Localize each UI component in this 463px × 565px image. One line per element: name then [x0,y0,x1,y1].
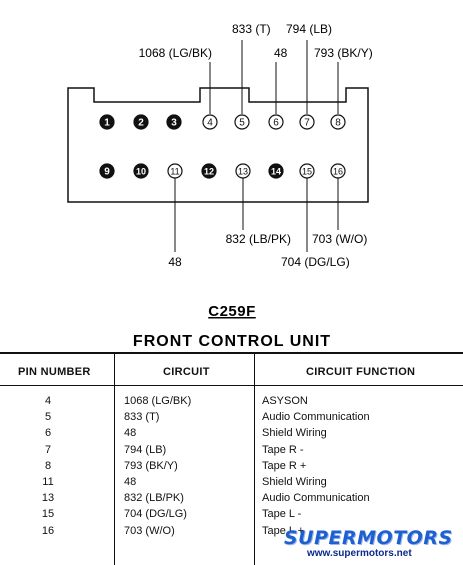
label-pin13: 832 (LB/PK) [226,232,291,246]
label-pin11: 48 [168,255,182,269]
row-circuit: 794 (LB) [124,443,167,456]
pins-top-row: 1 2 3 4 5 6 7 8 [99,114,346,130]
pin-13-number: 13 [238,167,248,177]
header-pin-number: PIN NUMBER [18,366,91,378]
pin-15-circle [299,163,315,179]
pin-1-number: 1 [104,118,110,129]
column-divider [254,354,255,565]
label-pin5: 833 (T) [232,22,271,36]
pin-3-circle [166,114,182,130]
row-circuit: 1068 (LG/BK) [124,395,192,407]
row-pin-number: 6 [44,427,52,440]
pin-8-circle [330,114,346,130]
connector-outline [67,87,369,203]
unit-name: FRONT CONTROL UNIT [133,333,331,350]
row-circuit-function: Tape R + [262,459,307,472]
row-circuit-function: ASYSON [262,395,308,407]
pin-13-circle [235,163,251,179]
pin-4-circle [202,114,218,130]
pins-bottom-row: 9 10 11 12 13 14 15 16 [99,163,346,179]
pin-4-number: 4 [207,118,213,129]
pin-9-number: 9 [104,167,110,178]
pin-7-circle [299,114,315,130]
row-pin-number: 15 [41,508,55,521]
column-divider [114,354,115,565]
pin-14-circle [268,163,284,179]
watermark-url: www.supermotors.net [307,548,412,559]
connector-code: C259F [208,303,256,320]
pin-10-circle [133,163,149,179]
row-circuit-function: Tape L - [262,508,302,521]
pin-16-circle [330,163,346,179]
row-circuit: 48 [124,427,137,440]
pin-8-number: 8 [335,118,341,129]
pin-2-circle [133,114,149,130]
row-circuit: 48 [124,476,137,488]
row-pin-number: 4 [44,395,52,407]
label-pin6: 48 [274,46,288,60]
label-pin15: 704 (DG/LG) [281,255,350,269]
pin-7-number: 7 [304,118,310,129]
pin-2-number: 2 [138,118,144,129]
pin-table: PIN NUMBER CIRCUIT CIRCUIT FUNCTION 4 106… [0,352,463,565]
row-pin-number: 7 [44,443,52,456]
watermark: SUPERMOTORS www.supermotors.net [284,527,460,561]
pin-11-circle [167,163,183,179]
label-pin16: 703 (W/O) [312,232,367,246]
row-pin-number: 16 [41,524,55,537]
header-circuit: CIRCUIT [163,366,210,378]
pin-9-circle [99,163,115,179]
pin-15-number: 15 [302,167,312,177]
label-pin4: 1068 (LG/BK) [139,46,212,60]
row-pin-number: 5 [44,411,52,424]
header-circuit-function: CIRCUIT FUNCTION [306,366,416,378]
row-circuit-function: Audio Communication [262,492,370,505]
row-circuit-function: Tape L + [262,524,305,537]
pin-10-number: 10 [136,167,146,177]
row-circuit: 833 (T) [124,411,160,424]
label-pin8: 793 (BK/Y) [314,46,373,60]
row-circuit-function: Tape R - [262,443,304,456]
pin-5-circle [234,114,250,130]
row-circuit: 793 (BK/Y) [124,459,178,472]
row-circuit-function: Audio Communication [262,411,370,424]
watermark-logo: SUPERMOTORS [284,527,453,549]
label-pin7: 794 (LB) [286,22,332,36]
pin-6-circle [268,114,284,130]
pin-3-number: 3 [171,118,177,129]
pin-11-number: 11 [170,167,179,177]
pin-14-number: 14 [271,167,281,177]
pin-1-circle [99,114,115,130]
row-circuit: 832 (LB/PK) [124,492,184,505]
row-circuit-function: Shield Wiring [262,476,327,488]
pin-16-number: 16 [333,167,343,177]
pin-12-number: 12 [204,167,214,177]
row-pin-number: 11 [42,476,54,488]
row-circuit: 703 (W/O) [124,524,175,537]
pin-5-number: 5 [239,118,245,129]
pin-6-number: 6 [273,118,279,129]
pin-12-circle [201,163,217,179]
row-pin-number: 13 [41,492,55,505]
row-circuit-function: Shield Wiring [262,427,327,440]
row-circuit: 704 (DG/LG) [124,508,187,521]
header-divider [0,385,463,386]
row-pin-number: 8 [44,459,52,472]
